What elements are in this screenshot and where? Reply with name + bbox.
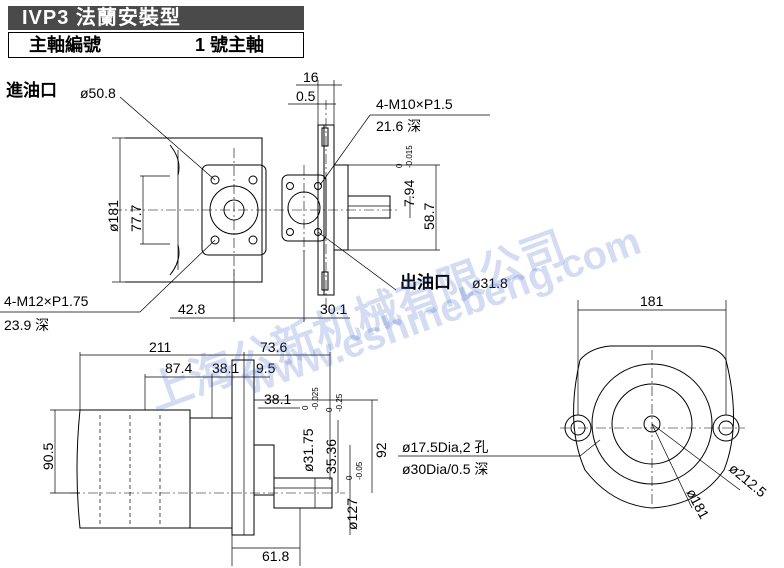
dim-127-tol-top: 0 <box>345 475 354 480</box>
dim-61-8: 61.8 <box>262 548 289 564</box>
dim-58-7: 58.7 <box>421 203 437 230</box>
dim-38-1-b: 38.1 <box>264 391 291 407</box>
spec-label: 主軸編號 <box>29 35 101 55</box>
inlet-label: 進油口 <box>6 80 57 100</box>
dim-31-75-tol-top: 0 <box>301 405 310 410</box>
dim-92: 92 <box>373 442 389 458</box>
dim-7-94-tol-top: 0 <box>395 163 404 168</box>
dim-9-5: 9.5 <box>256 360 276 376</box>
spec-row: 主軸編號 1 號主軸 <box>8 32 304 58</box>
dim-127-tol-bot: -0.05 <box>355 461 364 480</box>
dim-35-36-tol-top: 0 <box>325 407 334 412</box>
front-view: 181 ø212.5 ø181 <box>560 293 770 522</box>
outlet-size: ø31.8 <box>472 275 508 291</box>
dim-127: ø127 <box>344 498 360 530</box>
dim-38-1-a: 38.1 <box>212 360 239 376</box>
dim-181-top: 181 <box>640 293 664 309</box>
dim-87-4: 87.4 <box>165 360 192 376</box>
top-view: ø181 77.7 16 0.5 4-M10×P1.5 21.6 深 7.94 … <box>0 69 490 322</box>
dim-212-5: ø212.5 <box>726 460 770 500</box>
inlet-size: ø50.8 <box>80 85 116 101</box>
side-view: 211 73.6 87.4 38.1 9.5 38.1 90.5 ø31.75 … <box>40 339 389 566</box>
callout-bolt-bottom: 4-M12×P1.75 <box>4 293 89 309</box>
watermark: 上海公新机械有限公司 www.eshinebeng.com <box>142 219 647 419</box>
outlet-label: 出油口 <box>400 272 451 292</box>
dim-35-36: 35.36 <box>323 439 339 474</box>
callout-counterbore: ø30Dia/0.5 深 <box>402 461 488 477</box>
callout-bolt-top: 4-M10×P1.5 <box>376 96 453 112</box>
dim-211: 211 <box>149 339 172 355</box>
dim-16: 16 <box>303 69 319 85</box>
page-title: IVP3 法蘭安裝型 <box>8 6 304 30</box>
dim-31-75-tol-bot: -0.025 <box>311 387 320 410</box>
dim-90-5: 90.5 <box>40 443 56 470</box>
dim-42-8: 42.8 <box>178 301 205 317</box>
dim-31-75: ø31.75 <box>300 428 316 472</box>
dim-0-5: 0.5 <box>296 88 316 104</box>
dim-7-94-tol-bot: -0.015 <box>405 145 414 168</box>
spec-value: 1 號主軸 <box>195 35 265 55</box>
callout-bolt-top-depth: 21.6 深 <box>376 118 421 134</box>
callout-holes: ø17.5Dia,2 孔 <box>402 439 488 455</box>
watermark-line2: www.eshinebeng.com <box>237 219 646 404</box>
dim-35-36-tol-bot: -0.25 <box>335 393 344 412</box>
dim-181-flange: ø181 <box>683 486 712 522</box>
callout-bolt-bottom-depth: 23.9 深 <box>4 317 49 333</box>
dim-73-6: 73.6 <box>260 339 287 355</box>
dim-181: ø181 <box>105 200 121 232</box>
dim-7-94: 7.94 <box>401 180 417 207</box>
dim-77-7: 77.7 <box>128 205 144 232</box>
dim-30-1: 30.1 <box>320 301 347 317</box>
